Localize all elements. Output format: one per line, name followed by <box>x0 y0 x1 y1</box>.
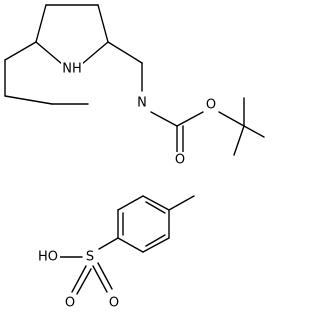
hydroxyl-group: HO <box>36 249 60 265</box>
bond <box>176 111 204 127</box>
sulfonyl-oxygen-left-label: O <box>65 296 75 311</box>
bond <box>117 195 144 211</box>
bond <box>76 268 92 295</box>
tosylate-molecule: HO S O O <box>36 195 195 311</box>
bond <box>145 201 166 214</box>
sulfur-label: S <box>86 250 94 265</box>
bond <box>35 4 47 43</box>
sulfonyl-oxygen-right-atom: O <box>107 295 121 311</box>
ester-oxygen-atom: O <box>204 97 218 113</box>
bond <box>92 265 108 293</box>
bond <box>218 111 245 127</box>
sulfonyl-oxygen-right-label: O <box>109 296 119 311</box>
structure-canvas: NH N O O <box>4 4 265 311</box>
hydroxyl-label: HO <box>38 250 58 265</box>
bond <box>4 41 37 61</box>
bond <box>35 41 63 65</box>
carbonyl-oxygen-label: O <box>175 153 185 168</box>
bond <box>97 4 109 43</box>
bond <box>233 125 245 156</box>
sulfonyl-oxygen-left-atom: O <box>63 295 77 311</box>
bond <box>98 237 119 250</box>
bond <box>81 41 109 65</box>
bond <box>71 265 87 293</box>
nh-label: NH <box>62 62 82 77</box>
ester-oxygen-label: O <box>206 98 216 113</box>
bond <box>145 234 166 247</box>
bond <box>107 41 143 64</box>
bond <box>97 262 113 290</box>
bond <box>243 125 265 138</box>
bond <box>168 195 195 211</box>
sulfur-atom: S <box>83 249 97 265</box>
amine-bonds <box>4 4 265 156</box>
bond <box>4 95 53 105</box>
nh-atom: NH <box>61 61 83 77</box>
ring-nitrogen-atom: N <box>135 95 149 111</box>
bond <box>142 195 170 211</box>
ring-nitrogen-label: N <box>137 96 147 111</box>
tosylate-bonds <box>59 195 195 295</box>
amine-molecule: NH N O O <box>4 4 265 168</box>
bond <box>142 237 170 253</box>
bond <box>150 111 178 127</box>
carbonyl-oxygen-atom: O <box>173 152 187 168</box>
bond <box>117 237 144 253</box>
